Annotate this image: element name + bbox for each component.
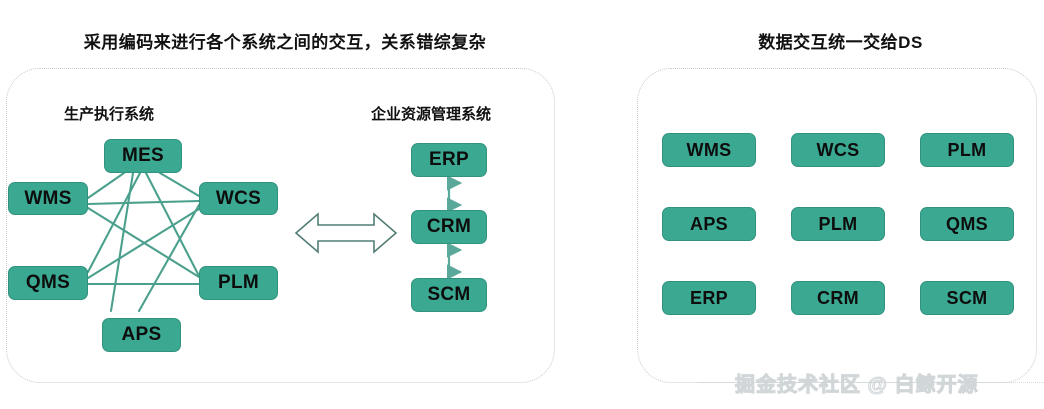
- erp-group-caption: 企业资源管理系统: [371, 106, 492, 123]
- node-scm[interactable]: SCM: [411, 278, 487, 312]
- grid-node-scm[interactable]: SCM: [920, 281, 1014, 315]
- watermark-divider: [700, 382, 1044, 384]
- grid-node-wcs[interactable]: WCS: [791, 133, 885, 167]
- node-erp[interactable]: ERP: [411, 143, 487, 177]
- watermark-text: 掘金技术社区 @ 白鲸开源: [735, 374, 979, 397]
- node-aps[interactable]: APS: [102, 318, 181, 352]
- grid-node-qms[interactable]: QMS: [920, 207, 1014, 241]
- right-panel-title: 数据交互统一交给DS: [758, 33, 923, 52]
- grid-node-crm[interactable]: CRM: [791, 281, 885, 315]
- node-wcs[interactable]: WCS: [199, 182, 278, 215]
- node-qms[interactable]: QMS: [8, 266, 88, 300]
- grid-node-erp[interactable]: ERP: [662, 281, 756, 315]
- grid-node-plm-1[interactable]: PLM: [920, 133, 1014, 167]
- node-crm[interactable]: CRM: [411, 210, 487, 244]
- node-mes[interactable]: MES: [104, 139, 182, 173]
- mes-group-caption: 生产执行系统: [64, 106, 155, 123]
- grid-node-plm-2[interactable]: PLM: [791, 207, 885, 241]
- right-panel-node-grid: WMS WCS PLM APS PLM QMS ERP CRM SCM: [662, 133, 1014, 315]
- node-plm[interactable]: PLM: [199, 266, 278, 300]
- node-wms[interactable]: WMS: [8, 182, 88, 215]
- grid-node-wms[interactable]: WMS: [662, 133, 756, 167]
- grid-node-aps[interactable]: APS: [662, 207, 756, 241]
- left-panel-title: 采用编码来进行各个系统之间的交互，关系错综复杂: [83, 33, 487, 52]
